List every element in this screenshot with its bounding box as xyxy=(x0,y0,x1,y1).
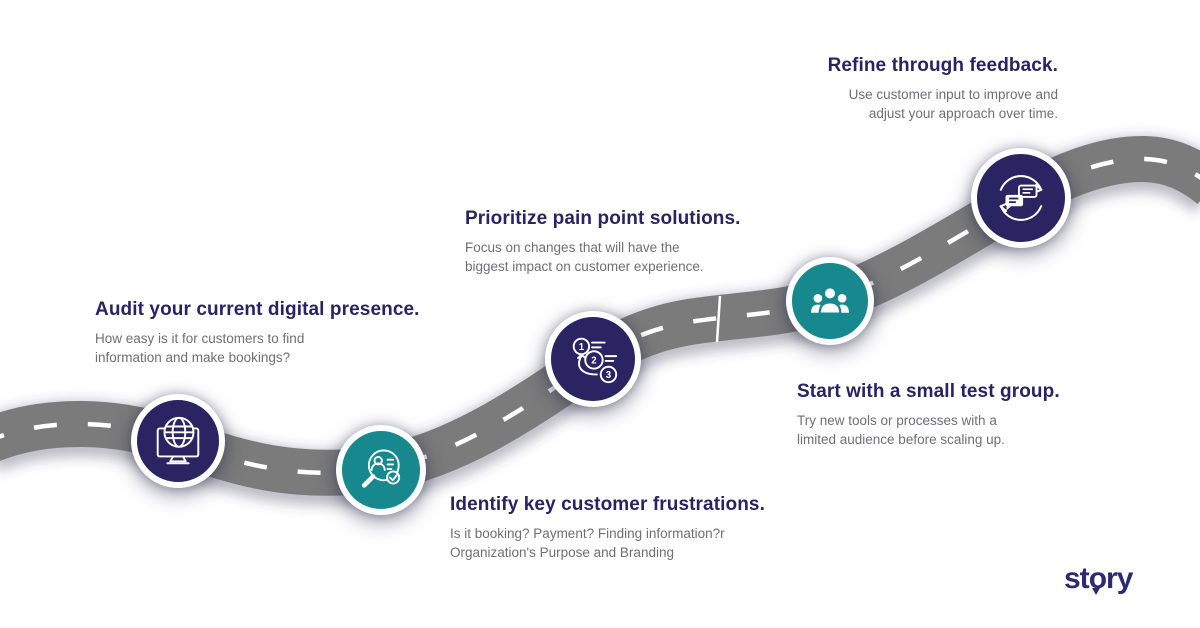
step-identify: Identify key customer frustrations. Is i… xyxy=(450,494,830,562)
logo-text-suffix: ry xyxy=(1106,562,1133,595)
logo-o-glyph: o xyxy=(1088,562,1107,595)
step-prioritize: Prioritize pain point solutions. Focus o… xyxy=(465,208,805,276)
step-desc-line: Focus on changes that will have the xyxy=(465,240,680,255)
people-group-icon xyxy=(811,286,849,315)
globe-monitor-icon xyxy=(156,416,200,465)
svg-text:2: 2 xyxy=(591,355,596,366)
numbered-steps-icon: 1 2 3 xyxy=(572,337,618,384)
milestone-identify-badge xyxy=(336,425,426,515)
step-desc-line: adjust your approach over time. xyxy=(868,106,1058,121)
step-test-group: Start with a small test group. Try new t… xyxy=(797,381,1127,449)
step-title: Audit your current digital presence. xyxy=(95,299,420,320)
road-seam-line xyxy=(715,295,722,343)
step-desc-line: Is it booking? Payment? Finding informat… xyxy=(450,526,725,541)
step-desc-line: information and make bookings? xyxy=(95,350,291,365)
milestone-test-group-badge xyxy=(786,257,874,345)
search-person-check-icon xyxy=(361,449,401,488)
chat-feedback-cycle-icon xyxy=(999,175,1043,221)
step-title: Start with a small test group. xyxy=(797,381,1060,402)
step-desc-line: Try new tools or processes with a xyxy=(797,413,997,428)
step-title: Identify key customer frustrations. xyxy=(450,494,765,515)
step-refine: Refine through feedback. Use customer in… xyxy=(728,55,1058,123)
step-audit: Audit your current digital presence. How… xyxy=(95,299,475,367)
logo-letter-o: o xyxy=(1088,562,1107,596)
step-title: Refine through feedback. xyxy=(827,55,1058,76)
step-desc-line: biggest impact on customer experience. xyxy=(465,259,704,274)
milestone-refine-badge xyxy=(971,148,1071,248)
svg-text:1: 1 xyxy=(579,342,585,353)
step-desc-line: Organization's Purpose and Branding xyxy=(450,545,674,560)
step-desc-line: How easy is it for customers to find xyxy=(95,331,305,346)
logo-pointer-icon xyxy=(1092,588,1101,595)
milestone-prioritize-badge: 1 2 3 xyxy=(545,311,641,407)
logo-text-prefix: st xyxy=(1064,562,1090,595)
step-desc-line: limited audience before scaling up. xyxy=(797,432,1005,447)
svg-text:3: 3 xyxy=(606,370,612,381)
step-title: Prioritize pain point solutions. xyxy=(465,208,741,229)
step-desc-line: Use customer input to improve and xyxy=(848,87,1058,102)
milestone-audit-badge xyxy=(131,394,225,488)
